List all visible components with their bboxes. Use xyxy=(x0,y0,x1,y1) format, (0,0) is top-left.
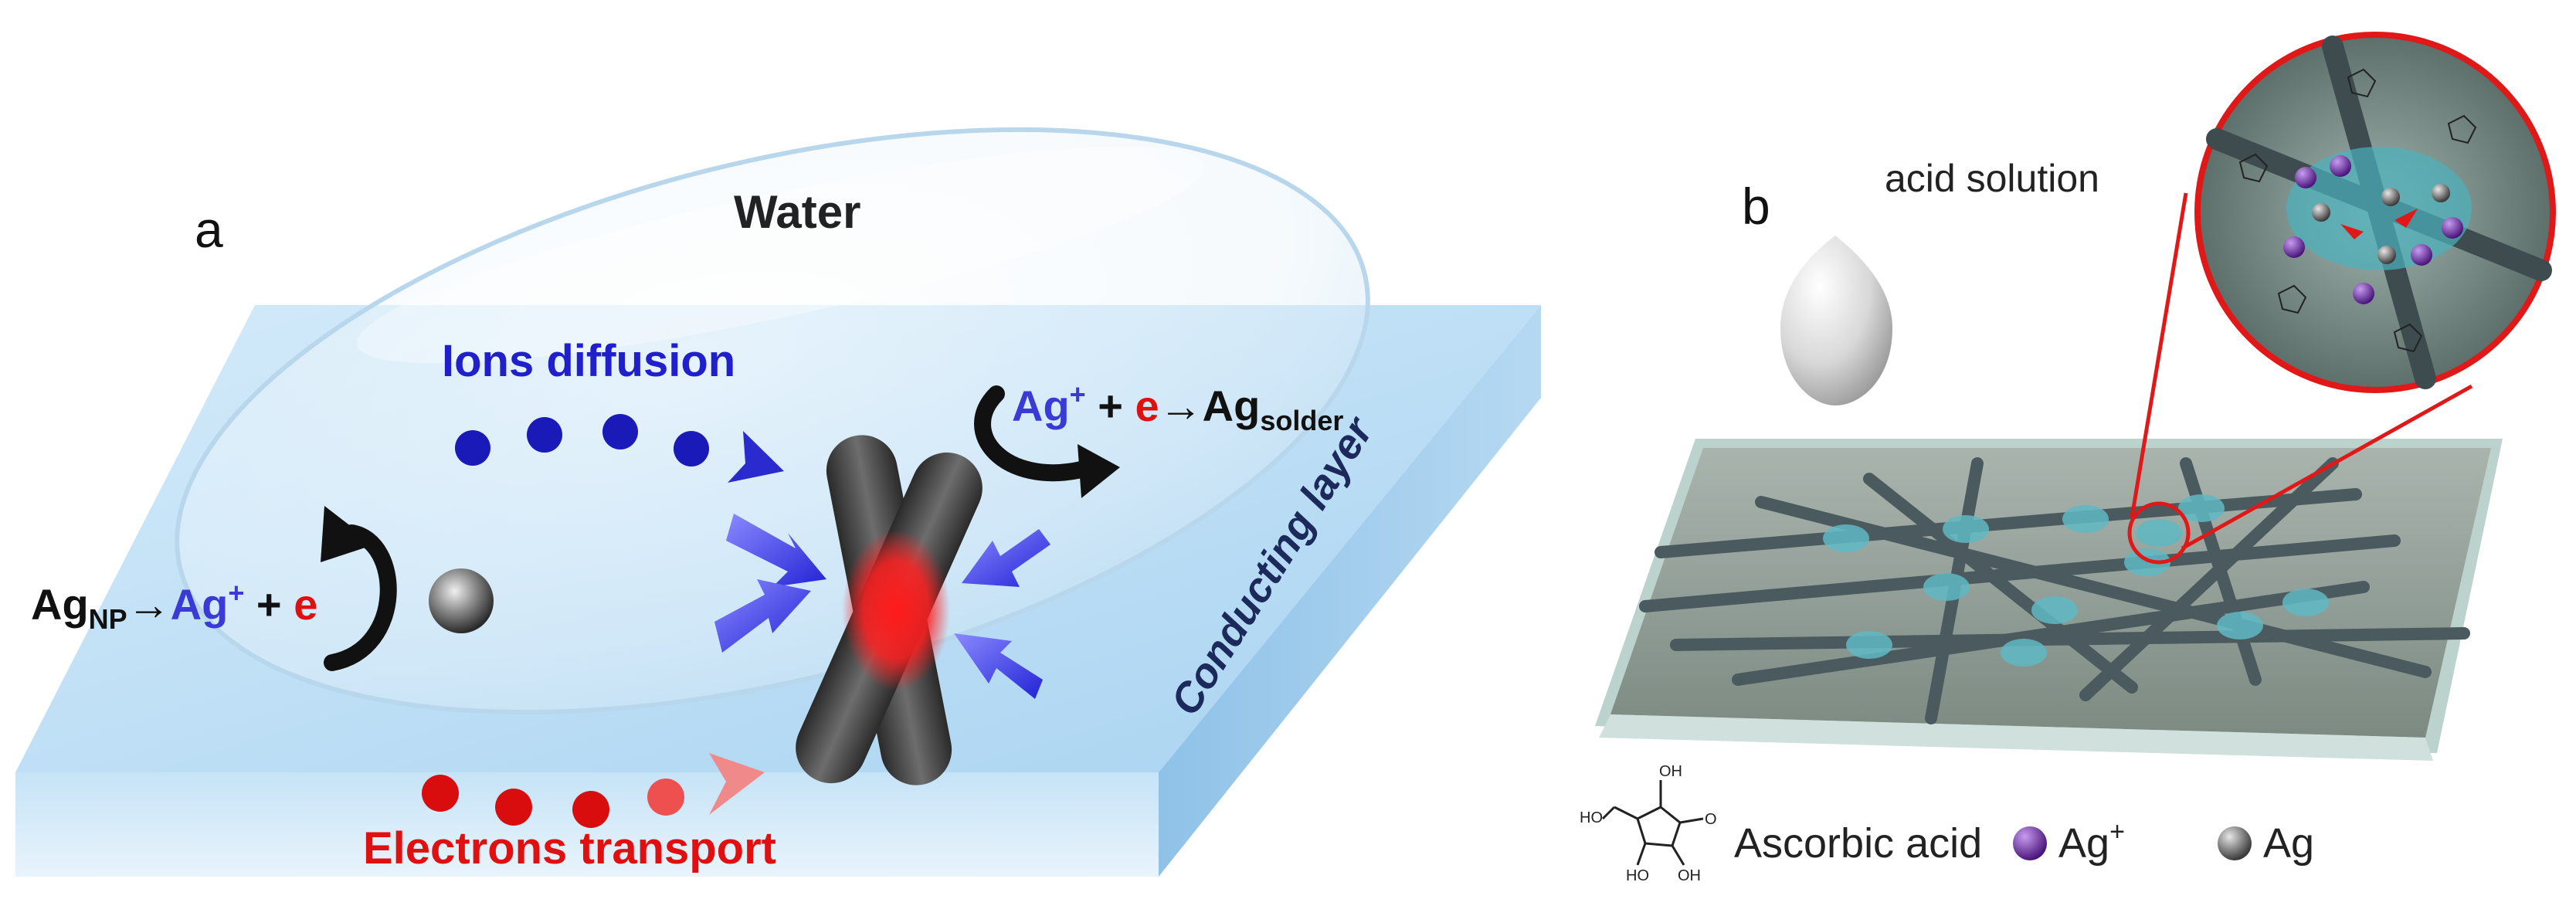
ion-dots xyxy=(455,414,709,466)
curved-arrow-left-head xyxy=(321,506,375,562)
ion-arrowhead xyxy=(728,431,784,483)
junction xyxy=(1823,524,1869,552)
panel-a: a Water Ions diffusion Electrons transpo… xyxy=(15,127,1541,877)
mol-ho2: HO xyxy=(1626,867,1649,884)
mol-o: O xyxy=(1705,811,1717,828)
legend: OH HO O HO OH Ascorbic acid Ag+ Ag xyxy=(1580,763,2314,884)
junction xyxy=(2217,612,2263,640)
ion-dot xyxy=(602,414,638,450)
junction xyxy=(1923,573,1970,601)
zoom-connector xyxy=(2181,384,2473,551)
nanowire xyxy=(1732,581,2370,686)
ion-dot xyxy=(527,417,562,453)
ag-ion xyxy=(2353,283,2374,304)
electron-dot xyxy=(495,789,532,826)
reaction-left: AgNP→Ag+ + e xyxy=(31,577,317,635)
nanowire xyxy=(1655,488,2362,558)
red-arrow xyxy=(2340,224,2364,239)
inset-molecules xyxy=(2238,68,2477,353)
ag-ion xyxy=(2411,244,2432,266)
red-arrow xyxy=(2394,209,2418,228)
panel-b: b acid solution xyxy=(1580,32,2556,884)
block-arrow xyxy=(714,579,811,653)
reaction-right: Ag+ + e→Agsolder xyxy=(1012,378,1343,436)
nanowire xyxy=(1863,473,2138,694)
curved-arrow-right-icon xyxy=(974,385,1090,482)
water-label: Water xyxy=(734,186,860,238)
mol-oh: OH xyxy=(1659,763,1682,780)
legend-ag-ion: Ag+ xyxy=(2058,817,2125,867)
ag-ion xyxy=(2295,167,2316,188)
ag-atom xyxy=(2312,203,2330,222)
block-arrow xyxy=(954,633,1043,699)
ag-ion xyxy=(2442,217,2463,239)
junction xyxy=(2124,548,2170,576)
junction xyxy=(2136,519,2182,547)
junction xyxy=(1846,631,1892,659)
inset-solder xyxy=(2286,147,2472,270)
zoom-connector xyxy=(2130,192,2188,518)
legend-ag-icon xyxy=(2218,826,2252,860)
electron-dot xyxy=(572,791,609,828)
nanowire xyxy=(1755,496,2432,678)
zoom-origin-circle xyxy=(2127,501,2191,565)
junction xyxy=(2282,589,2329,616)
ag-ion xyxy=(2283,236,2305,258)
substrate-side xyxy=(1159,305,1541,877)
droplet-highlight xyxy=(356,146,1204,364)
ag-nanoparticle xyxy=(429,568,494,633)
electron-dots xyxy=(422,775,684,828)
zoom-inset xyxy=(2194,32,2556,393)
crossed-nanowires xyxy=(796,435,983,785)
ascorbic-acid-structure-icon xyxy=(1601,780,1704,866)
junction xyxy=(2001,639,2047,667)
solder-junctions xyxy=(1823,494,2329,667)
nanowire xyxy=(2079,457,2339,701)
ag-atom xyxy=(2377,246,2396,264)
mol-ho: HO xyxy=(1580,809,1603,826)
legend-ag-ion-icon xyxy=(2013,826,2047,860)
panel-b-label: b xyxy=(1742,178,1770,235)
curved-arrow-right-head xyxy=(1078,444,1120,498)
ag-ion xyxy=(2330,155,2351,177)
legend-ascorbic-acid: Ascorbic acid xyxy=(1734,820,1982,867)
solder-junction xyxy=(842,529,950,691)
junction xyxy=(2031,596,2078,624)
junction xyxy=(2062,505,2109,533)
ag-atom xyxy=(2432,184,2450,202)
electron-arrowhead xyxy=(709,753,765,815)
panel-a-label: a xyxy=(195,201,223,258)
junction xyxy=(1943,515,1989,543)
junction xyxy=(2178,494,2225,522)
legend-ag: Ag xyxy=(2263,820,2314,867)
ag-atom xyxy=(2381,188,2400,206)
ion-dot xyxy=(455,430,490,466)
glass-substrate-rim xyxy=(1599,714,2433,761)
acid-solution-label: acid solution xyxy=(1885,157,2099,200)
ion-dot xyxy=(674,431,709,466)
mol-oh2: OH xyxy=(1678,867,1701,884)
electron-dot xyxy=(647,779,684,816)
block-arrow xyxy=(726,514,826,587)
ions-diffusion-label: Ions diffusion xyxy=(442,336,735,386)
electrons-transport-label: Electrons transport xyxy=(363,823,776,874)
acid-droplet xyxy=(1780,236,1892,405)
electron-dot xyxy=(422,775,459,812)
block-arrow xyxy=(962,529,1050,587)
ion-flux-arrows xyxy=(714,514,1050,699)
